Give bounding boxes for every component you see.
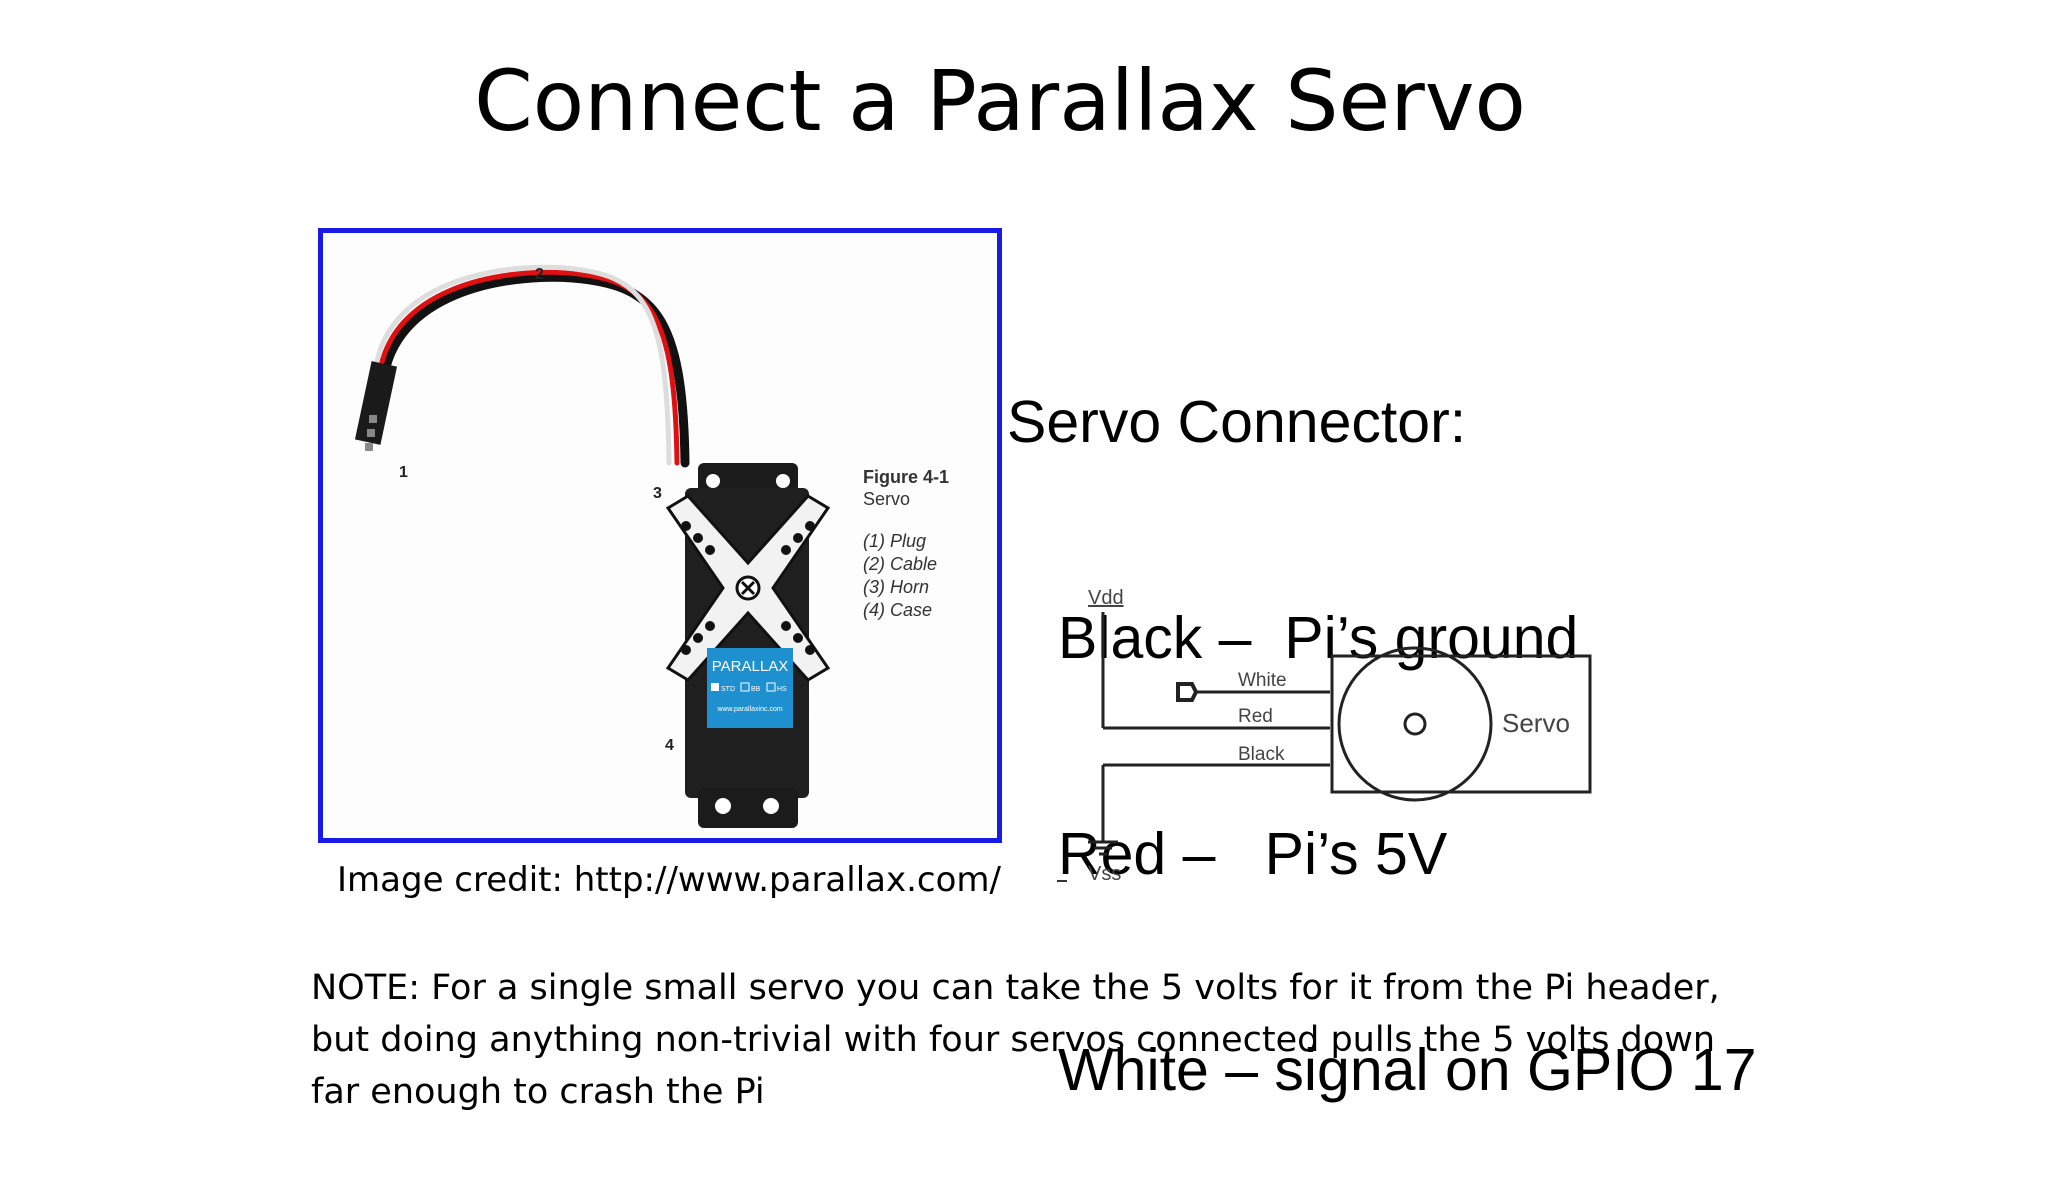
wire-label-red: Red [1238,706,1273,727]
slide-title: Connect a Parallax Servo [474,52,1526,150]
callout-2: 2 [535,266,544,283]
signal-terminal [1176,682,1199,702]
servo-illustration: PARALLAX STD BB HS www.parallaxinc.com 1… [354,264,949,828]
figure-part-label: (4) Case [863,600,932,620]
figure-part-label: (1) Plug [863,531,926,551]
servo-schematic: Vdd Vss White Red Black Servo [1088,587,1592,885]
connector-heading: Servo Connector: [1007,389,1467,455]
vdd-label: Vdd [1088,587,1124,609]
connector-row-black: Black – Pi’s ground [1058,605,1579,671]
note-text: NOTE: For a single small servo you can t… [311,968,1720,1112]
label-option: BB [751,686,761,693]
servo-connector-list: Servo Connector: Black – Pi’s ground Red… [1007,242,1757,1178]
wire-label-black: Black [1238,744,1285,765]
callout-3: 3 [653,485,662,502]
figure-caption-title: Figure 4-1 [863,467,949,487]
figure-part-label: (2) Cable [863,554,937,574]
connector-row-red: Red – Pi’s 5V [1058,821,1448,887]
figure-part-label: (3) Horn [863,577,929,597]
connector-row-white: White – signal on GPIO 17 [1058,1037,1757,1103]
label-option: HS [777,686,787,693]
label-option: STD [721,686,735,693]
brand-text: PARALLAX [712,658,788,675]
url-text: www.parallaxinc.com [716,706,783,713]
image-credit: Image credit: http://www.parallax.com/ [337,860,1001,900]
vss-label: Vss [1088,863,1121,885]
servo-plug [354,361,398,451]
wire-label-white: White [1238,670,1287,691]
servo-box-label: Servo [1502,708,1570,738]
servo-horn [665,494,831,682]
servo-cable [372,264,690,468]
divider-mark [1057,880,1067,882]
callout-4: 4 [665,737,674,754]
figure-caption-subtitle: Servo [863,489,910,509]
callout-1: 1 [399,464,408,481]
servo-figure: PARALLAX STD BB HS www.parallaxinc.com 1… [318,228,1002,843]
parallax-label: PARALLAX STD BB HS www.parallaxinc.com [707,648,793,728]
